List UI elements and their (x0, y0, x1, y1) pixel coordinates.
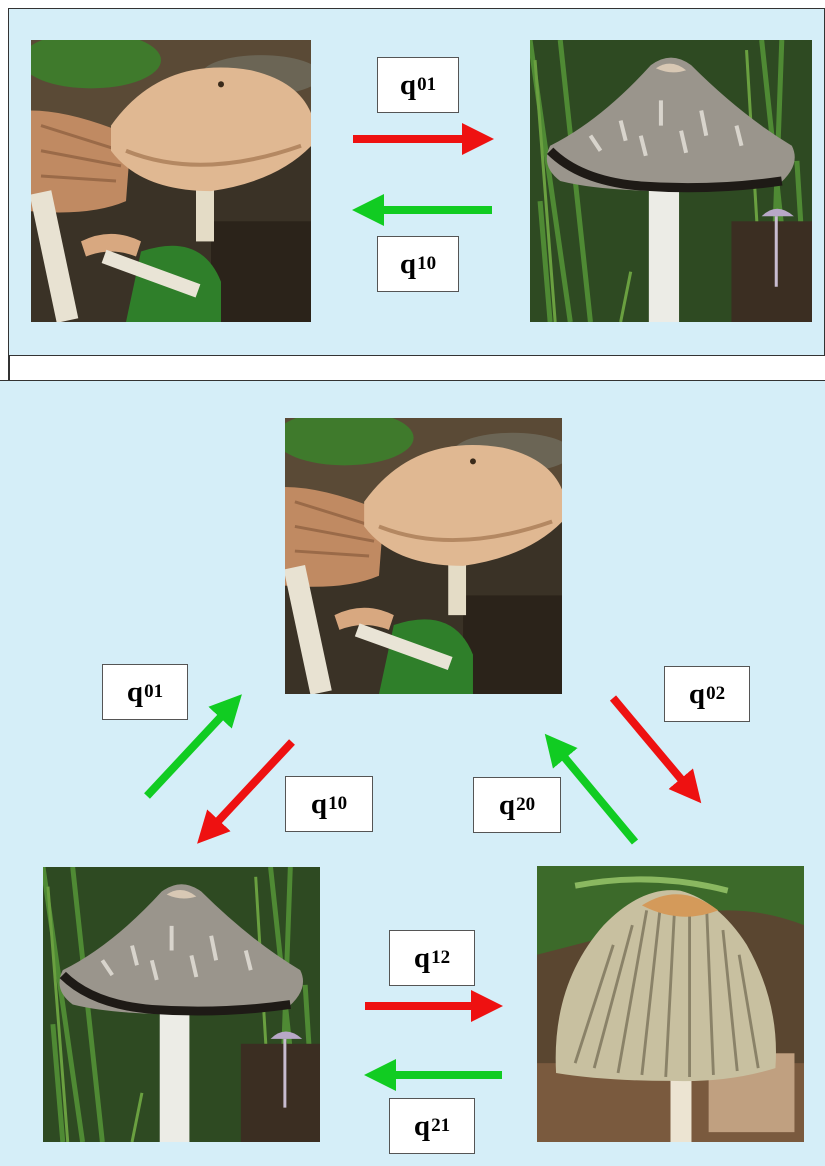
mushroom-image-state-0-bottom (285, 418, 562, 694)
mushroom-image-state-0 (31, 40, 311, 322)
mushroom-image-state-2-bottom (537, 866, 804, 1142)
panel-divider (8, 356, 10, 380)
mushroom-image-state-1-bottom (43, 867, 320, 1142)
mushroom-image-state-1 (530, 40, 812, 322)
